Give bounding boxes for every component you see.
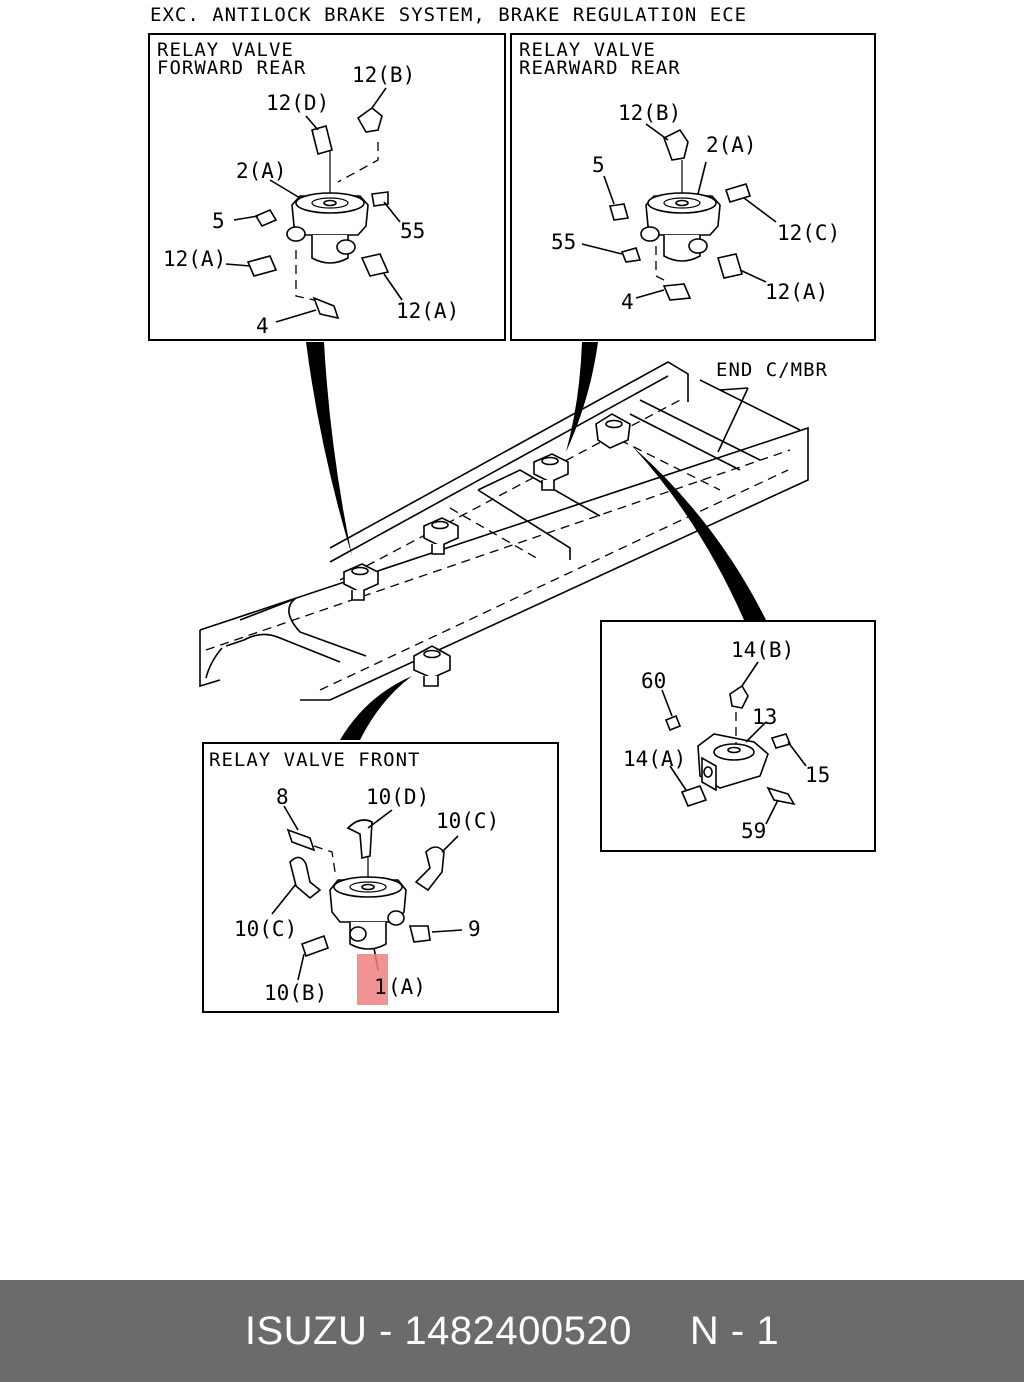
panel-bracket: 14(B) 60 13 14(A) 15 59 — [600, 620, 876, 852]
callout-br-14b: 14(B) — [731, 638, 794, 662]
panel-rearward-rear: RELAY VALVE REARWARD REAR 12(B) — [510, 33, 876, 341]
callout-rr-2a: 2(A) — [706, 133, 757, 157]
footer-bar: ISUZU - 1482400520 N - 1 — [0, 1280, 1024, 1382]
callout-fr-12d: 12(D) — [266, 91, 329, 115]
panel-rearward-rear-title-2: REARWARD REAR — [519, 57, 681, 79]
callout-br-59: 59 — [741, 819, 766, 843]
callout-br-14a: 14(A) — [623, 747, 686, 771]
callout-rr-55: 55 — [551, 230, 576, 254]
fittings-forward-rear — [246, 106, 390, 320]
callout-rr-12b: 12(B) — [618, 101, 681, 125]
bracket-on-chassis — [595, 413, 631, 449]
footer-part-number: ISUZU - 1482400520 N - 1 — [244, 1308, 780, 1353]
callout-br-60: 60 — [641, 669, 666, 693]
bracket-assembly — [664, 684, 796, 807]
callout-rr-4: 4 — [621, 290, 634, 314]
panel-forward-rear-title-2: FORWARD REAR — [157, 57, 306, 79]
callout-front-10c-left: 10(C) — [234, 917, 297, 941]
chassis-frame: END C/MBR — [199, 359, 828, 701]
leader-forward-rear — [306, 342, 352, 556]
panel-rearward-rear-title-1: RELAY VALVE — [519, 39, 656, 61]
callout-front-9: 9 — [468, 917, 481, 941]
callout-fr-5: 5 — [212, 209, 225, 233]
highlighted-part-marker — [357, 954, 388, 1005]
callout-fr-55: 55 — [400, 219, 425, 243]
panel-front: RELAY VALVE FRONT 8 10(D) — [202, 742, 559, 1013]
valve-on-chassis-rearward-rear — [533, 453, 569, 491]
callout-fr-8: 8 — [276, 785, 289, 809]
panel-forward-rear-title-1: RELAY VALVE — [157, 39, 294, 61]
callout-fr-2a: 2(A) — [236, 159, 287, 183]
callout-br-15: 15 — [805, 763, 830, 787]
panel-forward-rear: RELAY VALVE FORWARD REAR — [148, 33, 506, 341]
parts-diagram: EXC. ANTILOCK BRAKE SYSTEM, BRAKE REGULA… — [148, 4, 876, 1013]
callout-front-10c-right: 10(C) — [436, 809, 499, 833]
valve-on-chassis-middle — [423, 517, 459, 555]
valve-on-chassis-forward-rear — [343, 563, 379, 601]
callout-rr-12c: 12(C) — [777, 221, 840, 245]
callout-fr-12a-left: 12(A) — [163, 247, 226, 271]
callout-rr-5: 5 — [592, 153, 605, 177]
leader-front — [340, 676, 412, 740]
end-crossmember-label: END C/MBR — [716, 359, 828, 381]
callout-br-13: 13 — [752, 705, 777, 729]
callout-fr-4: 4 — [256, 314, 269, 338]
callout-fr-12a-right: 12(A) — [396, 299, 459, 323]
valve-on-chassis-front — [413, 645, 451, 687]
callout-front-1-suffix: (A) — [388, 975, 426, 999]
relay-valve-forward-rear — [286, 150, 369, 264]
callout-rr-12a: 12(A) — [765, 280, 828, 304]
callout-front-10d: 10(D) — [366, 785, 429, 809]
relay-valve-rearward-rear — [640, 160, 721, 262]
relay-valve-front — [329, 856, 407, 950]
leader-rearward-rear — [566, 342, 598, 452]
leader-bracket — [632, 446, 766, 620]
fittings-rearward-rear — [608, 128, 752, 301]
callout-front-10b: 10(B) — [264, 981, 327, 1005]
diagram-title: EXC. ANTILOCK BRAKE SYSTEM, BRAKE REGULA… — [150, 4, 747, 26]
fittings-front — [286, 819, 445, 958]
callout-fr-12b: 12(B) — [352, 63, 415, 87]
callout-front-1: 1 — [374, 975, 387, 999]
panel-front-title: RELAY VALVE FRONT — [209, 749, 420, 771]
